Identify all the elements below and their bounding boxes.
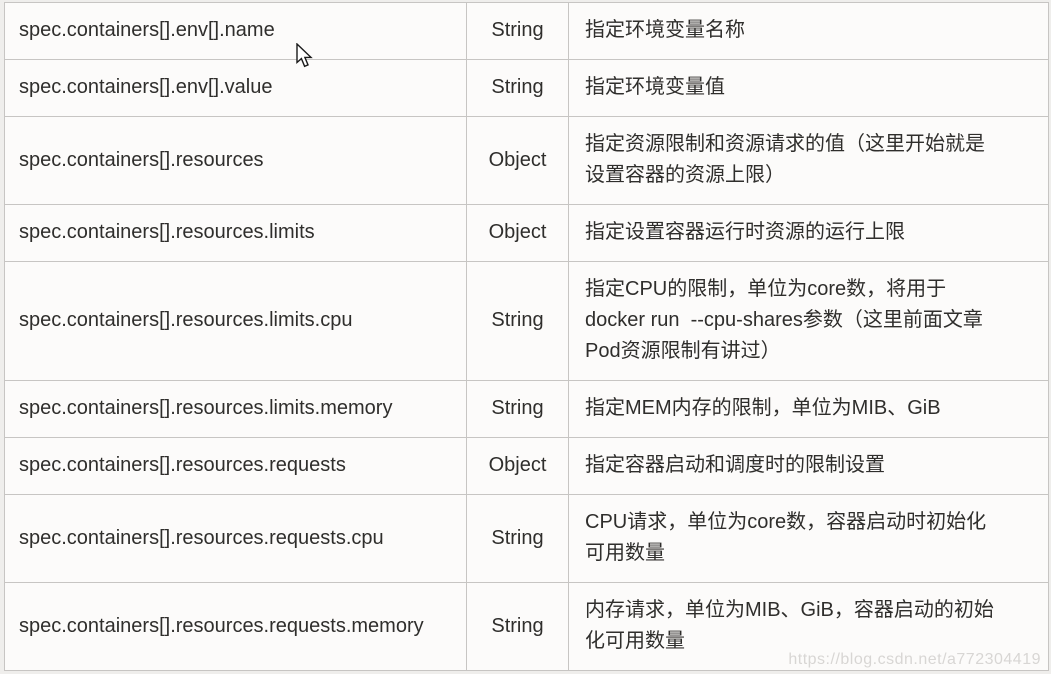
field-path-cell: spec.containers[].resources.requests.mem…	[4, 582, 467, 671]
field-type-cell: Object	[466, 437, 569, 495]
field-type-cell: String	[466, 494, 569, 583]
field-type-cell: String	[466, 2, 569, 60]
table-row: spec.containers[].resources.requests.mem…	[4, 582, 1049, 671]
field-type-cell: String	[466, 59, 569, 117]
field-type-cell: String	[466, 582, 569, 671]
field-description-cell: 指定MEM内存的限制，单位为MIB、GiB	[568, 380, 1049, 438]
field-path-cell: spec.containers[].resources.limits.cpu	[4, 261, 467, 381]
field-description-cell: 指定环境变量值	[568, 59, 1049, 117]
field-path-cell: spec.containers[].resources.requests	[4, 437, 467, 495]
field-path-cell: spec.containers[].resources.limits.memor…	[4, 380, 467, 438]
field-description-cell: 指定资源限制和资源请求的值（这里开始就是 设置容器的资源上限）	[568, 116, 1049, 205]
field-description-cell: 内存请求，单位为MIB、GiB，容器启动的初始 化可用数量	[568, 582, 1049, 671]
table-row: spec.containers[].resources.limits.memor…	[4, 380, 1049, 438]
field-type-cell: String	[466, 261, 569, 381]
field-description-cell: CPU请求，单位为core数，容器启动时初始化 可用数量	[568, 494, 1049, 583]
field-description-cell: 指定容器启动和调度时的限制设置	[568, 437, 1049, 495]
watermark-url: https://blog.csdn.net/a772304419	[788, 651, 1041, 668]
spec-fields-table-wrap: spec.containers[].env[].name String 指定环境…	[4, 2, 1049, 671]
table-row: spec.containers[].resources Object 指定资源限…	[4, 116, 1049, 205]
table-row: spec.containers[].env[].name String 指定环境…	[4, 2, 1049, 60]
field-path-cell: spec.containers[].resources	[4, 116, 467, 205]
table-row: spec.containers[].env[].value String 指定环…	[4, 59, 1049, 117]
field-type-cell: Object	[466, 204, 569, 262]
field-description-cell: 指定环境变量名称	[568, 2, 1049, 60]
table-row: spec.containers[].resources.requests.cpu…	[4, 494, 1049, 583]
field-description-cell: 指定设置容器运行时资源的运行上限	[568, 204, 1049, 262]
table-row: spec.containers[].resources.requests Obj…	[4, 437, 1049, 495]
table-row: spec.containers[].resources.limits.cpu S…	[4, 261, 1049, 381]
field-type-cell: Object	[466, 116, 569, 205]
field-path-cell: spec.containers[].resources.limits	[4, 204, 467, 262]
field-path-cell: spec.containers[].resources.requests.cpu	[4, 494, 467, 583]
field-path-cell: spec.containers[].env[].name	[4, 2, 467, 60]
spec-fields-table: spec.containers[].env[].name String 指定环境…	[4, 2, 1049, 671]
field-path-cell: spec.containers[].env[].value	[4, 59, 467, 117]
field-description-cell: 指定CPU的限制，单位为core数，将用于 docker run --cpu-s…	[568, 261, 1049, 381]
table-row: spec.containers[].resources.limits Objec…	[4, 204, 1049, 262]
field-type-cell: String	[466, 380, 569, 438]
